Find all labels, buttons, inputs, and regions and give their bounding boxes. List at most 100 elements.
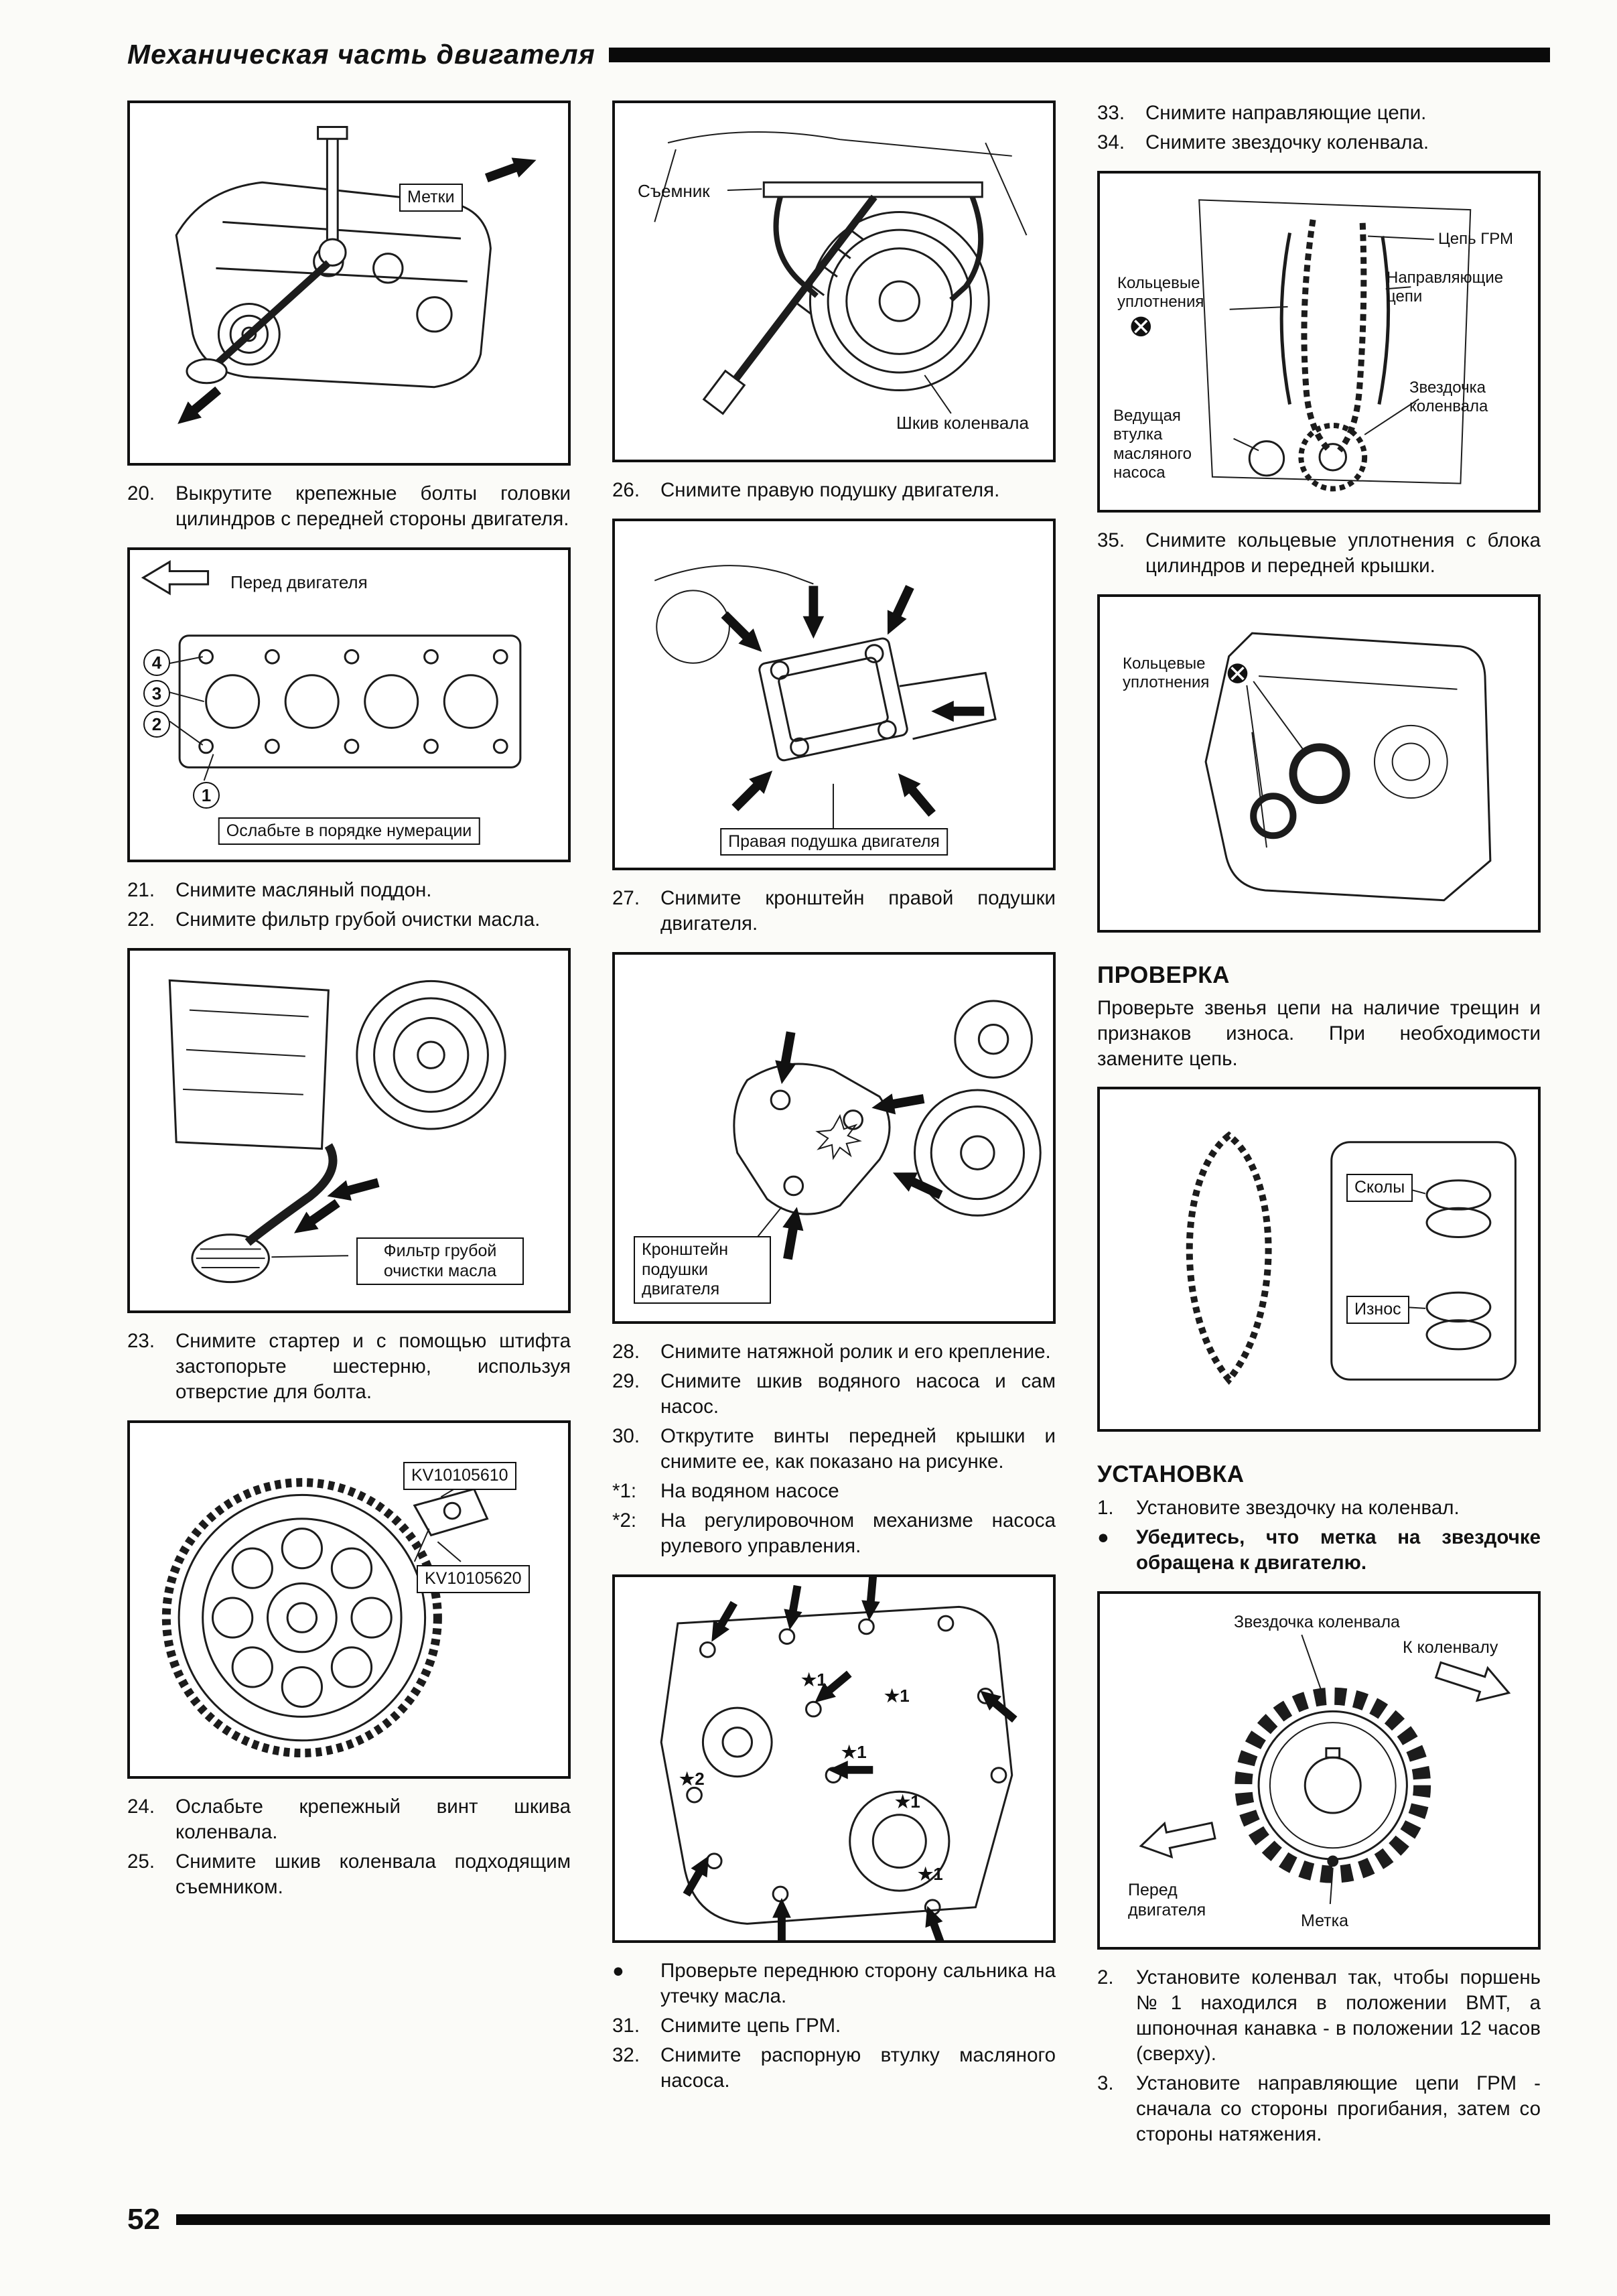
step-text: Открутите винты передней крышки и снимит… [660,1425,1056,1473]
orings-illustration [1100,597,1538,930]
chips-label: Сколы [1346,1174,1413,1202]
footnote-text: На водяном насосе [660,1480,839,1502]
timing-chain-illustration [1131,174,1538,510]
footnote-text: На регулировочном механизме насоса рулев… [660,1509,1056,1557]
column-left: Метки 20. Выкрутите крепежные болты голо… [127,100,571,2149]
step-number: 3. [1097,2072,1114,2094]
bullet-text: Проверьте переднюю сторону сальника на у… [660,1960,1056,2007]
page-footer: 52 [127,2203,1550,2236]
step-number: 22. [127,908,155,931]
step-text: Снимите стартер и с помощью штифта засто… [175,1330,571,1403]
loosen-order-1: 1 [193,782,220,809]
step-21: 21. Снимите масляный поддон. [127,878,571,903]
engine-mount-illustration [615,521,1053,868]
step-23: 23. Снимите стартер и с помощью штифта з… [127,1329,571,1405]
figure-cylinder-head-order: Перед двигателя 4 3 2 1 Ослабьте в поряд… [127,547,571,862]
tool-number-1-label: KV10105610 [403,1462,516,1490]
step-text: Установите направляющие цепи ГРМ - снача… [1136,2072,1541,2145]
step-number: 20. [127,482,155,504]
step-text: Выкрутите крепежные болты головки цилинд… [175,482,571,530]
step-number: 1. [1097,1497,1114,1519]
step-number: 26. [612,479,640,501]
star1-marker: ★1 [918,1864,943,1884]
step-26: 26. Снимите правую подушку двигателя. [612,478,1056,503]
step-number: 31. [612,2015,640,2037]
star2-marker: ★2 [679,1769,705,1789]
timing-chain-label: Цепь ГРМ [1438,230,1513,248]
marks-label: Метки [399,184,463,212]
front-cover-illustration [615,1577,1021,1940]
chain-inspection-illustration [1100,1089,1538,1429]
footnote-2: *2: На регулировочном механизме насоса р… [612,1508,1056,1559]
step-29: 29. Снимите шкив водяного насоса и сам н… [612,1369,1056,1420]
step-number: 30. [612,1425,640,1447]
figure-timing-chain: Цепь ГРМ Направляющие цепи Кольцевые упл… [1097,171,1541,513]
figure-front-cover-bolts: ★1 ★1 ★1 ★1 ★1 ★2 [612,1574,1056,1943]
step-text: Снимите кольцевые уплотнения с блока цил… [1145,529,1541,577]
figure-mount-bracket: Кронштейн подушки двигателя [612,952,1056,1324]
mark-label: Метка [1301,1911,1349,1930]
to-crankshaft-arrow-icon [1433,1653,1514,1709]
step-number: 28. [612,1341,640,1363]
step-number: 29. [612,1370,640,1392]
step-number: 25. [127,1850,155,1873]
orings-label: Кольцевые уплотнения [1117,274,1204,312]
step-number: 21. [127,879,155,901]
crank-pulley-label: Шкив коленвала [896,413,1029,433]
step-text: Снимите натяжной ролик и его крепление. [660,1341,1051,1363]
section-heading-install: УСТАНОВКА [1097,1461,1245,1487]
step-number: 27. [612,887,640,909]
figure-camshaft-bolts: Метки [127,100,571,466]
step-30: 30. Открутите винты передней крышки и сн… [612,1424,1056,1475]
star1-marker: ★1 [884,1686,910,1706]
step-text: Снимите распорную втулку масляного насос… [660,2044,1056,2092]
step-31: 31. Снимите цепь ГРМ. [612,2013,1056,2039]
figure-pulley-puller: Съемник Шкив коленвала [612,100,1056,462]
step-24: 24. Ослабьте крепежный винт шкива коленв… [127,1794,571,1845]
step-text: Установите звездочку на коленвал. [1136,1497,1460,1519]
footnote-marker: *1: [612,1480,637,1502]
figure-orings-location: Кольцевые уплотнения [1097,594,1541,933]
step-28: 28. Снимите натяжной ролик и его креплен… [612,1339,1056,1365]
step-text: Снимите масляный поддон. [175,879,432,901]
flywheel-illustration [130,1423,568,1776]
oil-pump-bushing-label: Ведущая втулка масляного насоса [1113,407,1192,482]
step-number: 24. [127,1796,155,1818]
step-text: Снимите звездочку коленвала. [1145,131,1429,153]
figure-crank-sprocket: Звездочка коленвала К коленвалу Перед дв… [1097,1591,1541,1950]
wear-label: Износ [1346,1296,1409,1324]
step-text: Снимите шкив водяного насоса и сам насос… [660,1370,1056,1418]
step-number: 32. [612,2044,640,2066]
step-32: 32. Снимите распорную втулку масляного н… [612,2043,1056,2094]
step-text: Снимите шкив коленвала подходящим съемни… [175,1850,571,1898]
step-number: 2. [1097,1966,1114,1988]
bolt-arrow-icons [717,582,985,821]
step-text: Снимите правую подушку двигателя. [660,479,1000,501]
loosen-order-4: 4 [143,649,170,676]
front-of-engine-label: Перед двигателя [230,572,368,592]
front-of-engine-arrow-icon [143,562,208,594]
puller-label: Съемник [638,181,710,201]
step-number: 35. [1097,529,1125,551]
figure-chain-inspection: Сколы Износ [1097,1087,1541,1432]
page-header: Механическая часть двигателя [127,39,1550,70]
cylinder-head-illustration [130,550,568,860]
step-20: 20. Выкрутите крепежные болты головки ци… [127,481,571,532]
front-of-engine-arrow-icon [1137,1814,1217,1863]
oil-strainer-label: Фильтр грубой очистки масла [356,1237,524,1285]
bracket-illustration [615,955,1053,1261]
bullet-marker: ● [1097,1526,1109,1548]
star1-marker: ★1 [801,1670,827,1690]
sprocket-label: Звездочка коленвала [1234,1613,1400,1631]
sprocket-illustration [1100,1594,1538,1947]
figure-flywheel-lock: KV10105610 KV10105620 [127,1420,571,1779]
figure-right-engine-mount: Правая подушка двигателя [612,519,1056,870]
bullet-text: Убедитесь, что метка на звездочке обраще… [1136,1526,1541,1574]
step-text: Снимите кронштейн правой подушки двигате… [660,887,1056,935]
orings-label: Кольцевые уплотнения [1123,655,1210,692]
front-of-engine-label: Перед двигателя [1128,1881,1206,1919]
footer-rule [175,2214,1550,2225]
column-middle: Съемник Шкив коленвала 26. Снимите праву… [612,100,1056,2149]
chain-guides-label: Направляющие цепи [1387,269,1504,306]
